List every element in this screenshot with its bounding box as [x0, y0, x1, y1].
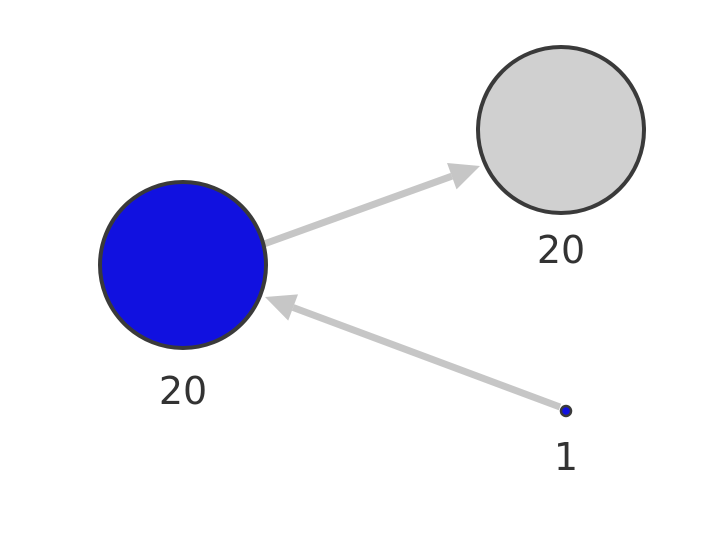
node-blue-small[interactable]: 1 [554, 404, 578, 479]
edge-small-to-blue[interactable] [265, 294, 562, 411]
node-label: 20 [159, 369, 207, 413]
edge-layer [262, 163, 562, 411]
edge-blue-to-gray[interactable] [262, 163, 480, 248]
node-gray-large[interactable]: 20 [476, 45, 646, 272]
edge-line [291, 304, 562, 411]
node-circle[interactable] [476, 45, 646, 215]
node-blue-large[interactable]: 20 [98, 180, 268, 413]
node-circle[interactable] [98, 180, 268, 350]
arrowhead-icon [265, 294, 299, 321]
edge-line [262, 172, 453, 248]
arrowhead-icon [447, 163, 480, 190]
node-label: 20 [537, 228, 585, 272]
node-label: 1 [554, 435, 578, 479]
node-layer: 20 20 1 [98, 45, 646, 479]
node-circle[interactable] [559, 404, 573, 418]
